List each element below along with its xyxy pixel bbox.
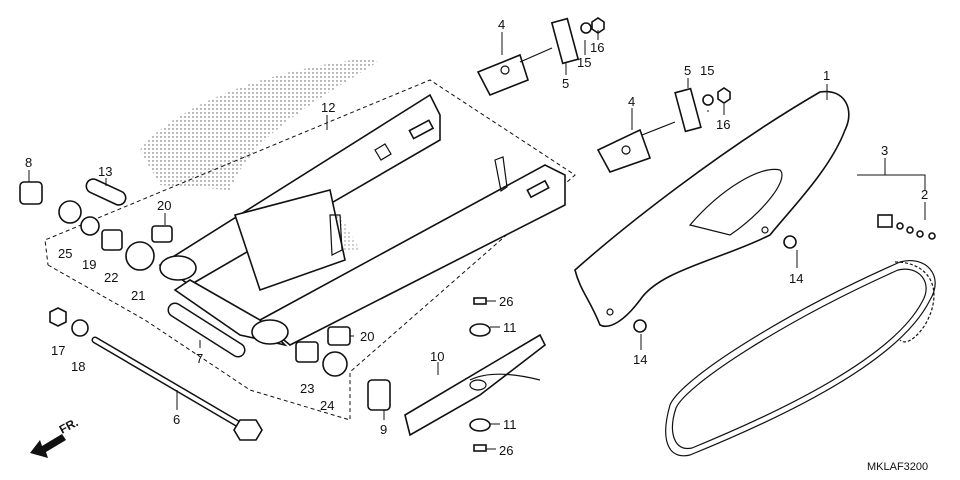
- callout-labels: 1 2 3 4 4 5 5 6 7 8 9 10 11 11 12 13 14 …: [25, 17, 928, 458]
- callout-24: 24: [320, 398, 334, 413]
- callout-11: 11: [503, 417, 517, 432]
- callout-16: 16: [716, 117, 730, 132]
- nut-17: [49, 307, 67, 327]
- nut-upper: [591, 17, 605, 34]
- collar-20-lower: [327, 326, 351, 346]
- drive-chain: [665, 260, 936, 457]
- callout-15: 15: [700, 63, 714, 78]
- swingarm: [158, 93, 566, 347]
- callout-23: 23: [300, 381, 314, 396]
- callout-20: 20: [157, 198, 171, 213]
- bearing-20-upper: [151, 225, 173, 243]
- callout-7: 7: [196, 351, 203, 366]
- callout-20: 20: [360, 329, 374, 344]
- bearing-22: [101, 229, 123, 251]
- bearing-21: [125, 241, 155, 271]
- chain-case: [574, 90, 850, 327]
- front-direction-arrow: FR.: [30, 415, 80, 458]
- nut-lower: [717, 87, 731, 104]
- diagram-code: MKLAF3200: [867, 461, 928, 473]
- callout-25: 25: [58, 246, 72, 261]
- callout-3: 3: [881, 143, 888, 158]
- callout-17: 17: [51, 343, 65, 358]
- seal-24: [322, 351, 348, 377]
- leader-lines: [28, 30, 926, 450]
- washer-upper: [580, 22, 592, 34]
- callout-11: 11: [503, 320, 517, 335]
- adjuster-plate-upper: [550, 17, 580, 65]
- callout-5: 5: [562, 76, 569, 91]
- collar-9: [367, 379, 391, 411]
- pivot-collar: [167, 302, 246, 358]
- callout-4: 4: [498, 17, 505, 32]
- callout-4: 4: [628, 94, 635, 109]
- adjuster-plate-lower: [674, 87, 702, 133]
- bolt-14-lower: [633, 319, 647, 333]
- callout-16: 16: [590, 40, 604, 55]
- bolt-26-upper: [473, 297, 487, 305]
- seal-25: [58, 200, 82, 224]
- chain-joint-kit: [877, 214, 936, 240]
- front-direction-label: FR.: [57, 415, 81, 436]
- inner-fender-dotted: [140, 58, 378, 190]
- bolt-26-lower: [473, 444, 487, 452]
- pivot-bolt: [91, 336, 263, 441]
- chain-slider: [404, 333, 547, 437]
- callout-6: 6: [173, 412, 180, 427]
- callout-14: 14: [789, 271, 803, 286]
- callout-26: 26: [499, 443, 513, 458]
- callout-1: 1: [823, 68, 830, 83]
- chain-adjuster-lower: [596, 121, 676, 173]
- collar-11-lower: [469, 418, 491, 432]
- collar-8: [19, 181, 43, 205]
- callout-5: 5: [684, 63, 691, 78]
- callout-2: 2: [921, 187, 928, 202]
- chain-adjuster-upper: [476, 47, 553, 97]
- callout-9: 9: [380, 422, 387, 437]
- callout-21: 21: [131, 288, 145, 303]
- bearing-23: [295, 341, 319, 363]
- callout-15: 15: [577, 55, 591, 70]
- washer-lower: [702, 94, 714, 106]
- callout-22: 22: [104, 270, 118, 285]
- callout-12: 12: [321, 100, 335, 115]
- collar-13: [85, 178, 127, 206]
- callout-8: 8: [25, 155, 32, 170]
- callout-19: 19: [82, 257, 96, 272]
- bolt-14-upper: [783, 235, 797, 249]
- collar-11-upper: [469, 323, 491, 337]
- callout-10: 10: [430, 349, 444, 364]
- seal-19: [80, 216, 100, 236]
- callout-18: 18: [71, 359, 85, 374]
- callout-26: 26: [499, 294, 513, 309]
- callout-13: 13: [98, 164, 112, 179]
- washer-18: [71, 319, 89, 337]
- callout-14: 14: [633, 352, 647, 367]
